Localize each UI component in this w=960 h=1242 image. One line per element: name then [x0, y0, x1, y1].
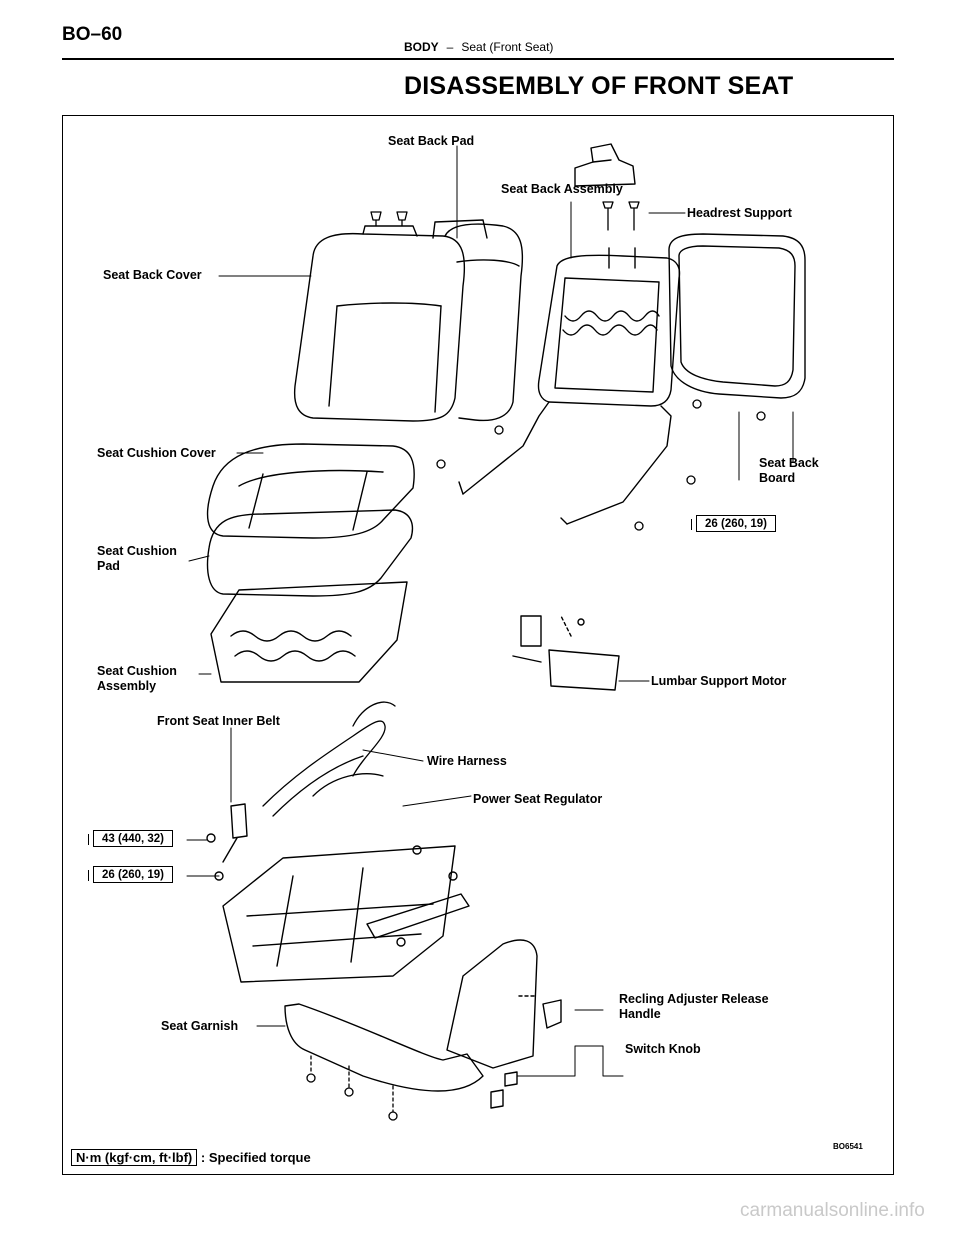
seat-cushion-cover: [206, 443, 415, 539]
running-head: BODY–Seat (Front Seat): [404, 40, 553, 54]
label-seat-back-assembly: Seat Back Assembly: [501, 182, 623, 196]
recline-handle: [490, 995, 562, 1109]
seat-back-board: [668, 233, 806, 399]
label-lumbar-support-motor: Lumbar Support Motor: [651, 674, 787, 688]
page-title: DISASSEMBLY OF FRONT SEAT: [404, 72, 794, 100]
figure-code: BO6541: [833, 1142, 863, 1151]
power-seat-regulator: [214, 845, 458, 983]
seat-garnish: [284, 1003, 484, 1092]
headrest-pins: [602, 201, 640, 231]
label-wire-harness: Wire Harness: [427, 754, 507, 768]
torque-legend-text: : Specified torque: [200, 1150, 311, 1165]
torque-regulator: 26 (260, 19): [87, 866, 174, 883]
label-reclining-adjuster-release-handle: Recling Adjuster Release Handle: [619, 992, 769, 1021]
seat-back-frame: [458, 247, 681, 525]
label-seat-back-board: Seat Back Board: [759, 456, 819, 485]
label-seat-cushion-assembly: Seat Cushion Assembly: [97, 664, 177, 693]
seat-back-pad: [444, 223, 524, 422]
inner-belt-buckle: [206, 803, 248, 863]
seat-cushion-assembly: [210, 581, 408, 683]
exploded-diagram: Seat Back Pad Seat Back Assembly Headres…: [62, 115, 894, 1175]
label-seat-garnish: Seat Garnish: [161, 1019, 239, 1033]
label-seat-back-pad: Seat Back Pad: [388, 134, 475, 148]
label-seat-cushion-cover: Seat Cushion Cover: [97, 446, 216, 460]
label-switch-knob: Switch Knob: [625, 1042, 701, 1056]
leader-lines: [186, 145, 794, 1077]
subsection-name: Seat (Front Seat): [461, 40, 554, 54]
diagram-drawing: [186, 143, 806, 1121]
header-rule: [62, 58, 894, 60]
torque-unit-box: N·m (kgf·cm, ft·lbf): [71, 1149, 198, 1166]
watermark: carmanualsonline.info: [740, 1200, 925, 1221]
garnish-screws: [306, 1055, 398, 1121]
headrest-bracket: [574, 143, 636, 187]
label-power-seat-regulator: Power Seat Regulator: [473, 792, 603, 806]
header-separator: –: [446, 40, 454, 54]
torque-legend: N·m (kgf·cm, ft·lbf) : Specified torque: [71, 1149, 311, 1166]
seat-back-bolts: [436, 399, 766, 531]
seat-back-cover: [293, 219, 488, 422]
recliner-cover: [366, 893, 538, 1069]
page-number: BO–60: [62, 24, 123, 45]
headrest-clips: [370, 211, 408, 227]
label-seat-cushion-pad: Seat Cushion Pad: [97, 544, 177, 573]
section-name: BODY: [404, 40, 439, 54]
lumbar-support-motor: [512, 615, 620, 691]
torque-inner-belt: 43 (440, 32): [87, 830, 174, 847]
seat-cushion-pad: [206, 509, 414, 597]
label-seat-back-cover: Seat Back Cover: [103, 268, 202, 282]
wire-harness: [262, 701, 396, 817]
label-front-seat-inner-belt: Front Seat Inner Belt: [157, 714, 280, 728]
label-headrest-support: Headrest Support: [687, 206, 792, 220]
torque-seat-back-hinge: 26 (260, 19): [690, 515, 777, 532]
